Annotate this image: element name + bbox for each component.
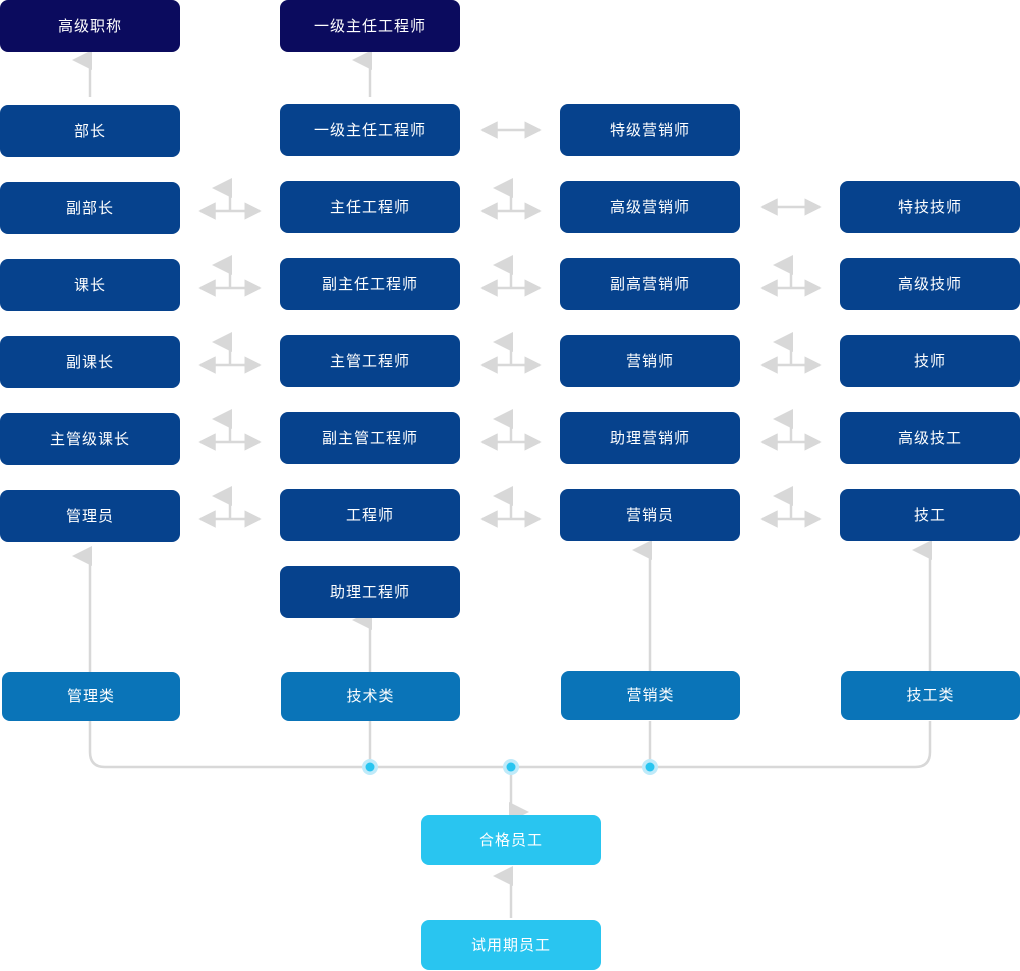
node-technical-rank-7[interactable]: 助理工程师 <box>280 566 460 618</box>
node-craft-rank-5[interactable]: 高级技工 <box>840 412 1020 464</box>
node-marketing-rank-2[interactable]: 高级营销师 <box>560 181 740 233</box>
node-management-rank-5[interactable]: 主管级课长 <box>0 413 180 465</box>
node-category-management[interactable]: 管理类 <box>2 672 180 721</box>
node-craft-rank-2[interactable]: 特技技师 <box>840 181 1020 233</box>
node-qualified-employee[interactable]: 合格员工 <box>421 815 601 865</box>
node-management-rank-3[interactable]: 课长 <box>0 259 180 311</box>
node-technical-rank-4[interactable]: 主管工程师 <box>280 335 460 387</box>
node-craft-rank-4[interactable]: 技师 <box>840 335 1020 387</box>
node-technical-rank-5[interactable]: 副主管工程师 <box>280 412 460 464</box>
node-category-marketing[interactable]: 营销类 <box>561 671 740 720</box>
node-marketing-rank-6[interactable]: 营销员 <box>560 489 740 541</box>
node-marketing-rank-1[interactable]: 特级营销师 <box>560 104 740 156</box>
node-technical-rank-6[interactable]: 工程师 <box>280 489 460 541</box>
node-technical-rank-1[interactable]: 一级主任工程师 <box>280 104 460 156</box>
node-technical-rank-2[interactable]: 主任工程师 <box>280 181 460 233</box>
category-bus <box>88 721 932 822</box>
node-probation-employee[interactable]: 试用期员工 <box>421 920 601 970</box>
node-craft-rank-3[interactable]: 高级技师 <box>840 258 1020 310</box>
node-management-rank-6[interactable]: 管理员 <box>0 490 180 542</box>
link-col3-col4 <box>760 198 822 528</box>
node-marketing-rank-3[interactable]: 副高营销师 <box>560 258 740 310</box>
node-craft-rank-6[interactable]: 技工 <box>840 489 1020 541</box>
node-technical-top-rank[interactable]: 一级主任工程师 <box>280 0 460 52</box>
node-category-technical[interactable]: 技术类 <box>281 672 460 721</box>
node-marketing-rank-5[interactable]: 助理营销师 <box>560 412 740 464</box>
bus-junction-dots <box>362 759 658 775</box>
node-management-rank-1[interactable]: 部长 <box>0 105 180 157</box>
node-management-top-rank[interactable]: 高级职称 <box>0 0 180 52</box>
node-category-craft[interactable]: 技工类 <box>841 671 1020 720</box>
node-management-rank-2[interactable]: 副部长 <box>0 182 180 234</box>
tee-col1-col2 <box>198 178 262 528</box>
link-col2-col3 <box>480 121 542 528</box>
node-technical-rank-3[interactable]: 副主任工程师 <box>280 258 460 310</box>
node-marketing-rank-4[interactable]: 营销师 <box>560 335 740 387</box>
node-management-rank-4[interactable]: 副课长 <box>0 336 180 388</box>
